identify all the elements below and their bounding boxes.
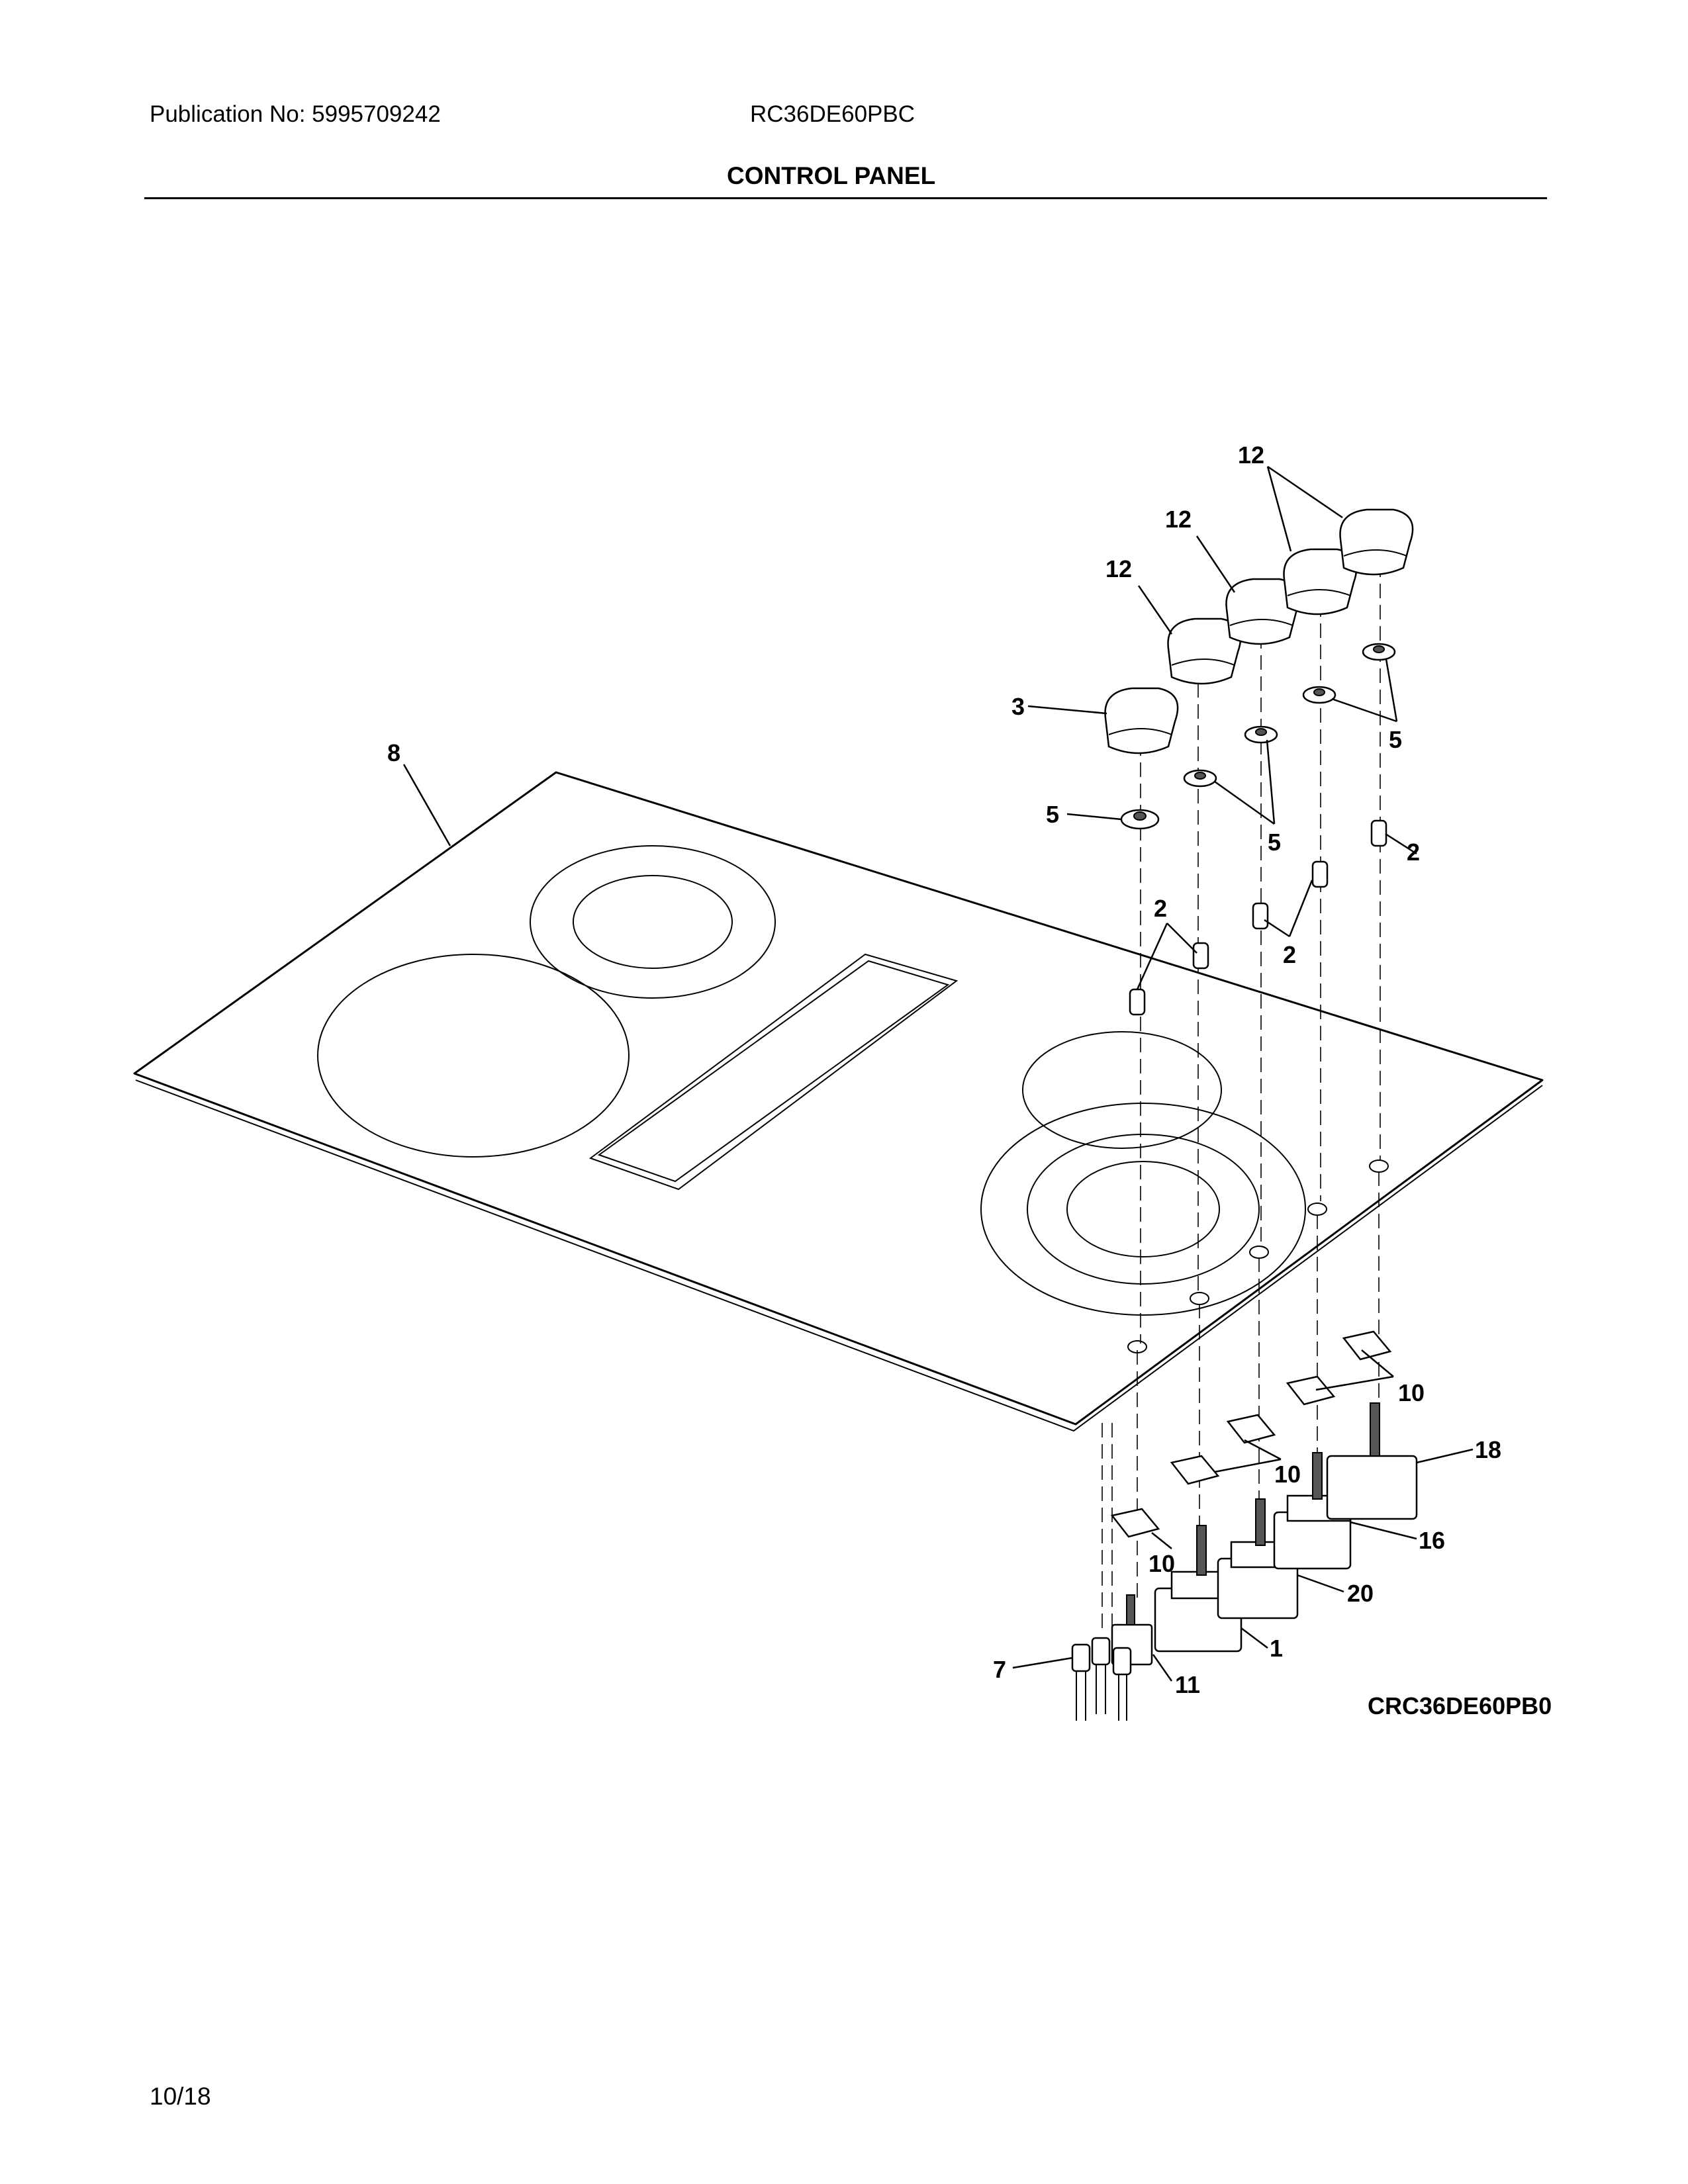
assembly-centerlines bbox=[1102, 563, 1381, 1635]
indicator-lights-7 bbox=[1071, 1637, 1132, 1721]
spacers-2 bbox=[1129, 819, 1387, 1016]
callout-5-right: 5 bbox=[1389, 726, 1402, 753]
header-rule bbox=[144, 197, 1547, 199]
callout-12-top: 12 bbox=[1238, 441, 1264, 469]
callout-18: 18 bbox=[1475, 1436, 1501, 1463]
callout-16: 16 bbox=[1419, 1527, 1445, 1554]
callout-12-mid: 12 bbox=[1165, 506, 1192, 533]
callout-11: 11 bbox=[1175, 1671, 1200, 1698]
callout-5-mid: 5 bbox=[1268, 829, 1281, 856]
callout-10-mid: 10 bbox=[1274, 1461, 1301, 1488]
callout-2-right: 2 bbox=[1407, 839, 1420, 866]
callout-8: 8 bbox=[387, 739, 400, 766]
callout-5-left: 5 bbox=[1046, 801, 1059, 828]
callout-10-left: 10 bbox=[1149, 1550, 1175, 1577]
callout-1: 1 bbox=[1270, 1635, 1283, 1662]
callout-20: 20 bbox=[1347, 1580, 1374, 1607]
callout-labels: 12 12 12 3 8 5 5 5 2 2 2 10 10 10 18 16 … bbox=[387, 441, 1501, 1698]
callout-3: 3 bbox=[1011, 693, 1025, 720]
knob-3 bbox=[1104, 687, 1179, 754]
callout-2-left: 2 bbox=[1154, 895, 1167, 922]
callout-12-left: 12 bbox=[1105, 555, 1132, 582]
model-number: RC36DE60PBC bbox=[750, 101, 915, 127]
knob-12-d bbox=[1339, 508, 1414, 576]
bezels-5 bbox=[1120, 643, 1396, 830]
callout-leaders bbox=[402, 465, 1474, 1682]
callout-7: 7 bbox=[993, 1656, 1006, 1683]
gaskets-10 bbox=[1110, 1330, 1392, 1538]
callout-10-right: 10 bbox=[1398, 1379, 1425, 1406]
publication-number: Publication No: 5995709242 bbox=[150, 101, 441, 127]
diagram-code: CRC36DE60PB0 bbox=[1368, 1692, 1552, 1719]
footer-date: 10/18 bbox=[150, 2083, 211, 2110]
section-title: CONTROL PANEL bbox=[727, 162, 936, 189]
callout-2-mid: 2 bbox=[1283, 941, 1296, 968]
cooktop-glass bbox=[133, 771, 1544, 1432]
switch-18 bbox=[1326, 1402, 1418, 1520]
